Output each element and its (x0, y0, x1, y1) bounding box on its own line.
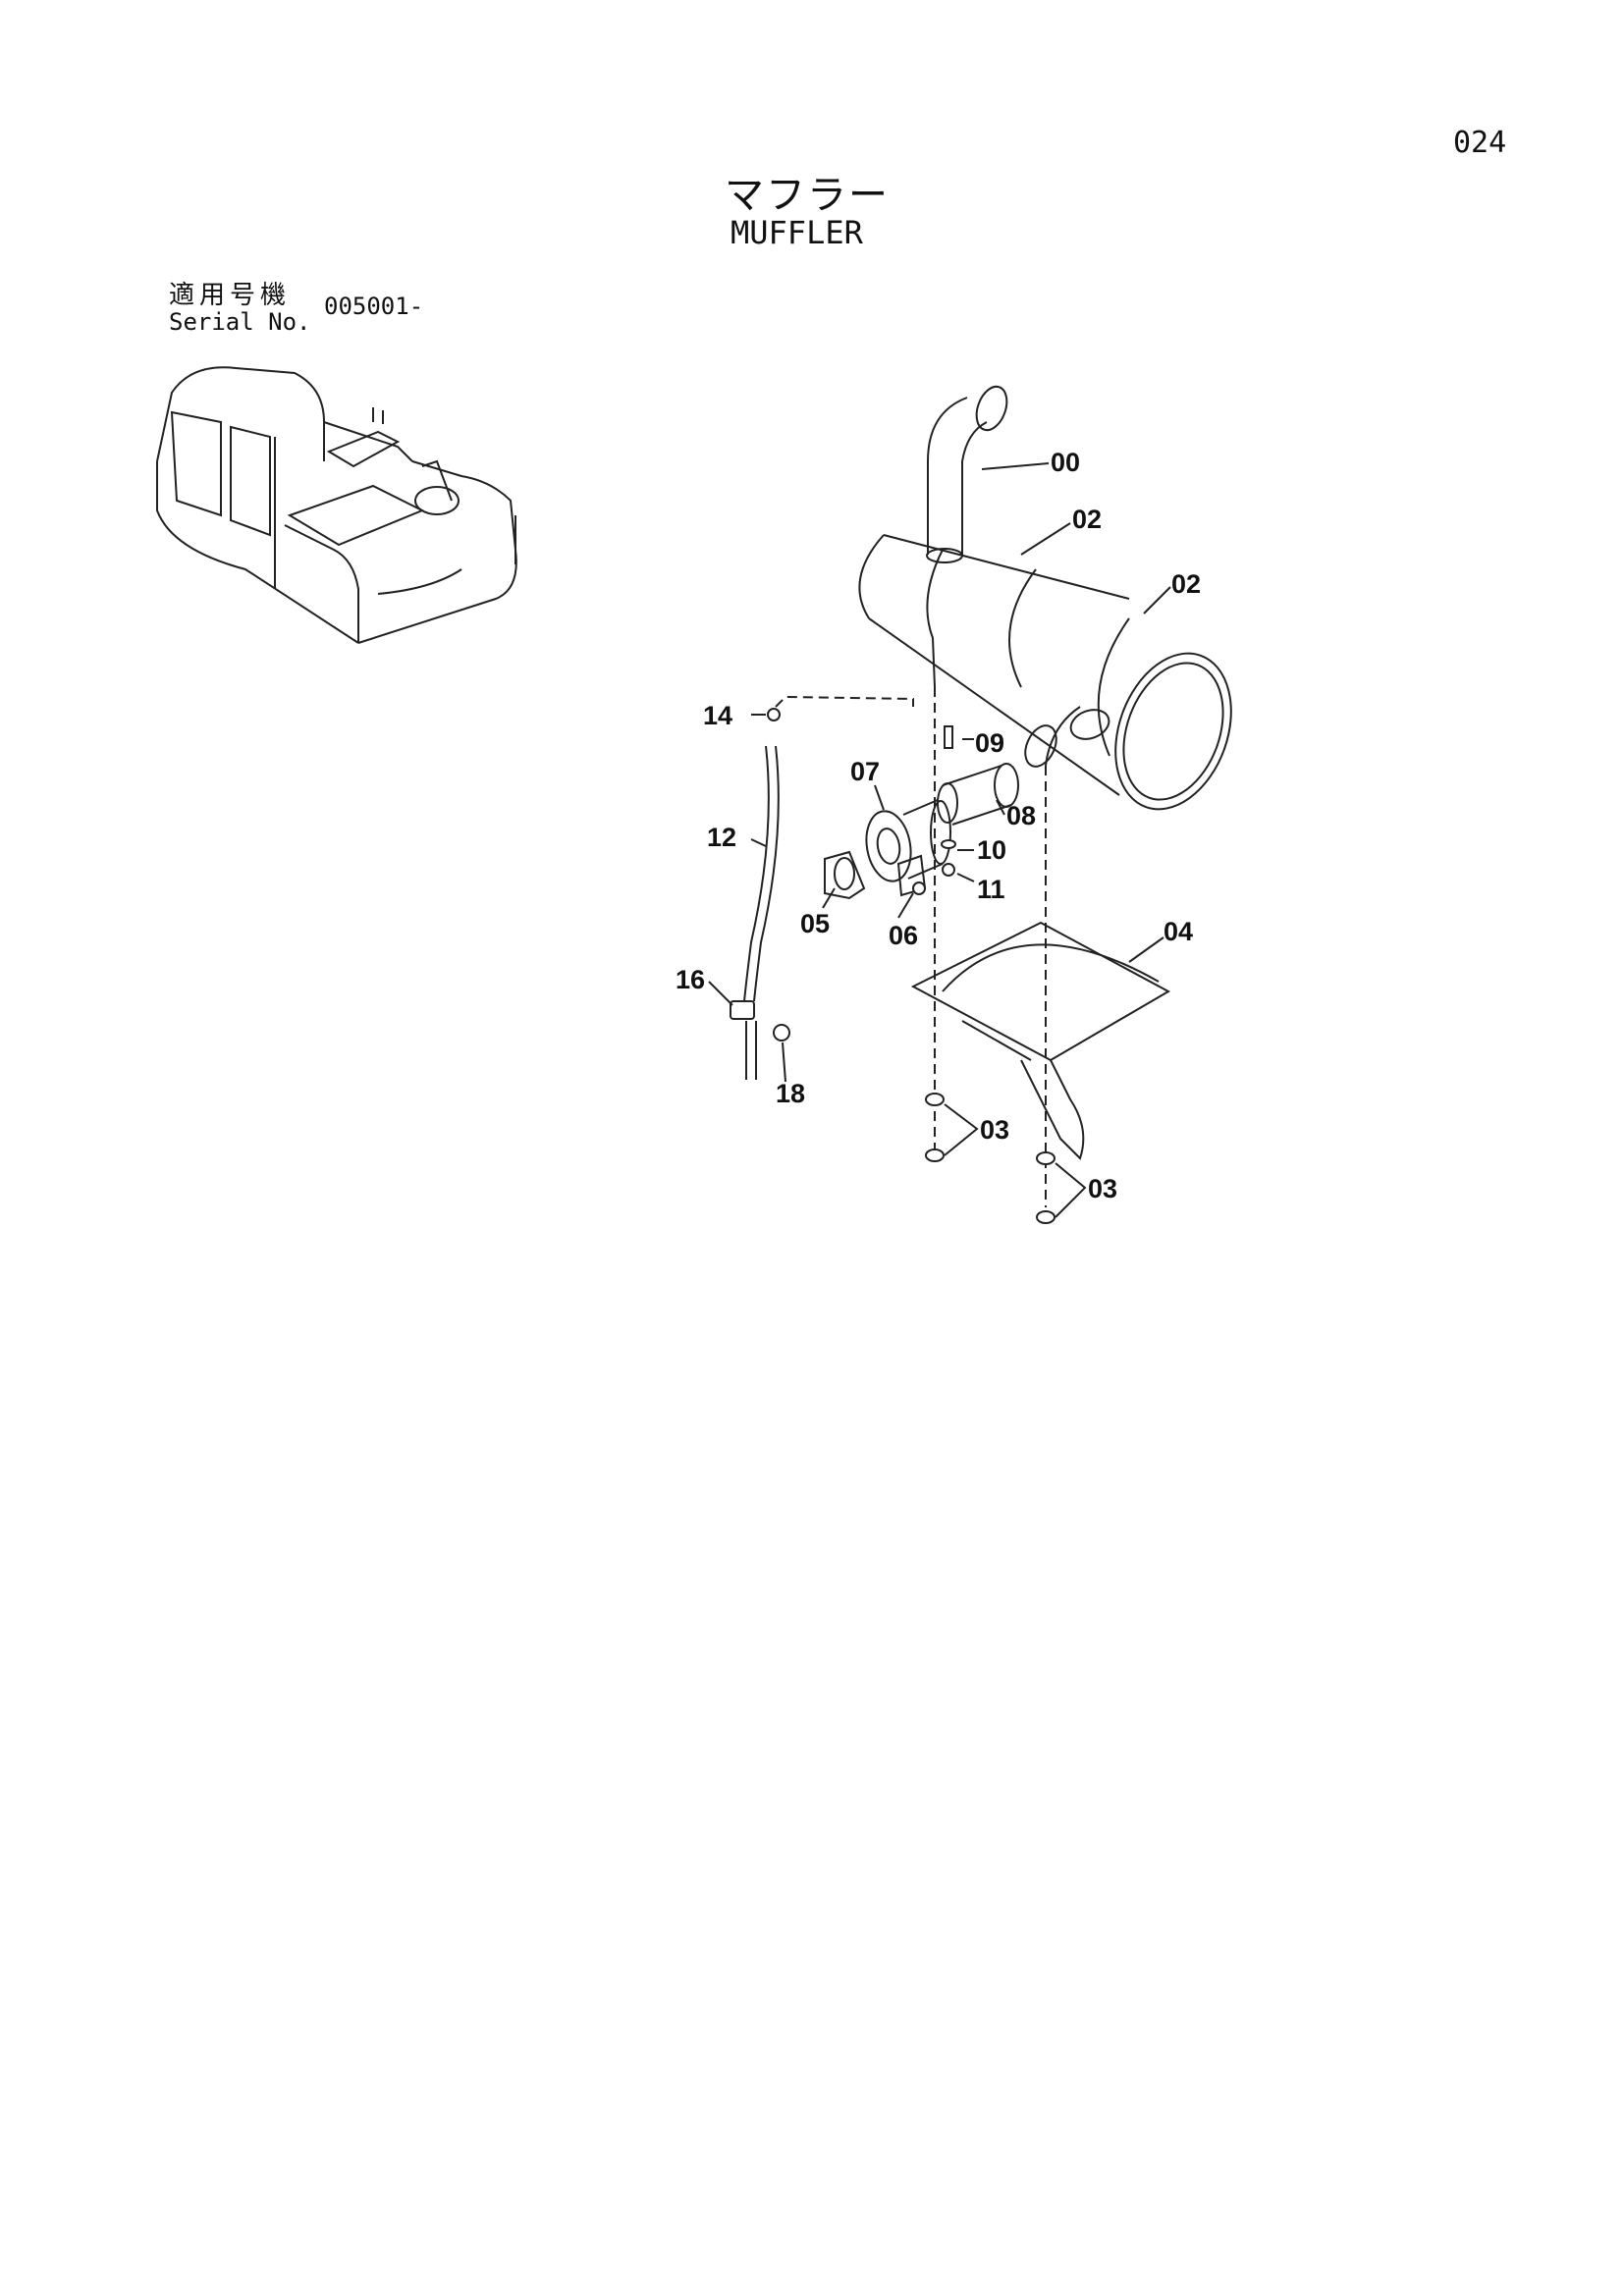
part-label-16: 16 (676, 965, 705, 994)
clamp-part (767, 708, 781, 721)
page-title-japanese: マフラー (725, 173, 890, 218)
part-label-10: 10 (977, 835, 1006, 865)
flange-pipe-part (865, 799, 951, 882)
tube-clamp-part (730, 1000, 755, 1020)
page-number: 024 (1453, 126, 1507, 160)
part-label-00: 00 (1051, 448, 1080, 477)
nut-11-part (942, 863, 955, 877)
part-label-09: 09 (975, 728, 1004, 758)
exhaust-pipe-part (926, 385, 1008, 563)
part-label-14: 14 (703, 701, 732, 730)
bolt-18-part (773, 1024, 790, 1041)
part-label-08: 08 (1006, 801, 1036, 830)
serial-number-value: 005001- (324, 293, 424, 320)
leader-lines (708, 462, 1171, 1218)
nut-set-right-part (1036, 1151, 1056, 1224)
part-label-02-right: 02 (1171, 569, 1201, 599)
part-label-04: 04 (1164, 917, 1193, 946)
bolt-09-part (944, 725, 953, 749)
serial-label-japanese: 適用号機 (169, 281, 292, 310)
washer-part (941, 839, 956, 849)
page-title-english: MUFFLER (731, 214, 863, 251)
part-label-05: 05 (800, 909, 830, 938)
part-label-07: 07 (850, 757, 880, 786)
part-label-03-right: 03 (1088, 1174, 1117, 1203)
nut-set-left-part (925, 1093, 945, 1162)
muffler-bracket-part (910, 921, 1171, 1160)
part-label-18: 18 (776, 1079, 805, 1108)
part-label-11: 11 (977, 875, 1005, 904)
drain-tube-part (743, 745, 780, 1080)
muffler-body-part (858, 534, 1232, 811)
gasket-part (824, 850, 866, 900)
part-label-02-left: 02 (1072, 505, 1102, 534)
serial-label-english: Serial No. (169, 308, 311, 336)
part-label-12: 12 (707, 823, 736, 852)
part-label-03-left: 03 (980, 1115, 1009, 1145)
bracket-06-part (896, 854, 927, 897)
excavator-overview-illustration (156, 366, 517, 644)
part-label-06: 06 (889, 921, 918, 950)
